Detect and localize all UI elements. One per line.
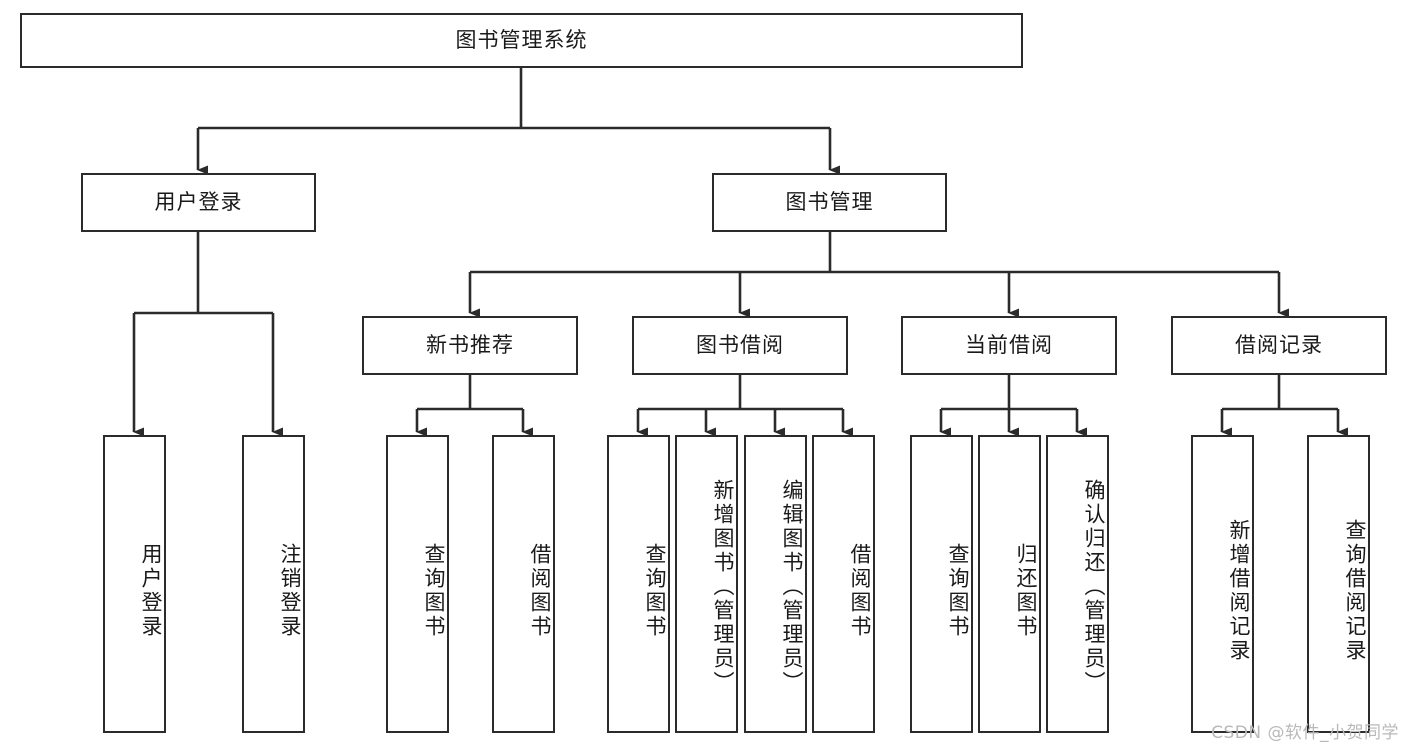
leaf-record-query-label: 查询借阅记录 bbox=[1343, 519, 1367, 663]
leaf-book-borrow-add[interactable]: 新增图书（管理员） bbox=[675, 435, 738, 733]
node-new-book-recommend-label: 新书推荐 bbox=[426, 332, 514, 357]
leaf-record-add-label: 新增借阅记录 bbox=[1227, 519, 1251, 663]
leaf-record-query[interactable]: 查询借阅记录 bbox=[1307, 435, 1370, 733]
leaf-current-return-label: 归还图书 bbox=[1014, 543, 1038, 639]
node-current-borrow[interactable]: 当前借阅 bbox=[901, 316, 1117, 375]
node-user-login-label: 用户登录 bbox=[154, 189, 243, 214]
leaf-record-add[interactable]: 新增借阅记录 bbox=[1191, 435, 1254, 733]
node-new-book-recommend[interactable]: 新书推荐 bbox=[362, 316, 578, 375]
node-borrow-record[interactable]: 借阅记录 bbox=[1171, 316, 1387, 375]
leaf-book-borrow-edit-label: 编辑图书（管理员） bbox=[780, 479, 804, 695]
leaf-current-query[interactable]: 查询图书 bbox=[910, 435, 973, 733]
leaf-new-book-query[interactable]: 查询图书 bbox=[386, 435, 449, 733]
leaf-book-borrow-add-label: 新增图书（管理员） bbox=[711, 479, 735, 695]
leaf-new-book-borrow[interactable]: 借阅图书 bbox=[492, 435, 555, 733]
leaf-book-borrow-borrow[interactable]: 借阅图书 bbox=[812, 435, 875, 733]
node-root-label: 图书管理系统 bbox=[455, 27, 588, 52]
leaf-book-borrow-query-label: 查询图书 bbox=[643, 543, 667, 639]
leaf-current-confirm-return-label: 确认归还（管理员） bbox=[1082, 479, 1106, 695]
leaf-current-query-label: 查询图书 bbox=[946, 543, 970, 639]
node-book-manage[interactable]: 图书管理 bbox=[712, 173, 947, 232]
leaf-user-login-signin[interactable]: 用户登录 bbox=[103, 435, 166, 733]
node-book-borrow[interactable]: 图书借阅 bbox=[632, 316, 848, 375]
leaf-user-login-signout-label: 注销登录 bbox=[278, 543, 302, 639]
leaf-user-login-signout[interactable]: 注销登录 bbox=[242, 435, 305, 733]
leaf-current-confirm-return[interactable]: 确认归还（管理员） bbox=[1046, 435, 1109, 733]
leaf-book-borrow-borrow-label: 借阅图书 bbox=[848, 543, 872, 639]
node-root[interactable]: 图书管理系统 bbox=[20, 13, 1023, 68]
node-book-borrow-label: 图书借阅 bbox=[696, 332, 784, 357]
csdn-watermark: CSDN @软件_小贺同学 bbox=[1211, 723, 1399, 743]
leaf-new-book-borrow-label: 借阅图书 bbox=[528, 543, 552, 639]
node-borrow-record-label: 借阅记录 bbox=[1235, 332, 1323, 357]
node-user-login[interactable]: 用户登录 bbox=[81, 173, 316, 232]
leaf-current-return[interactable]: 归还图书 bbox=[978, 435, 1041, 733]
leaf-book-borrow-query[interactable]: 查询图书 bbox=[607, 435, 670, 733]
leaf-book-borrow-edit[interactable]: 编辑图书（管理员） bbox=[744, 435, 807, 733]
leaf-user-login-signin-label: 用户登录 bbox=[139, 543, 163, 639]
node-book-manage-label: 图书管理 bbox=[785, 189, 874, 214]
node-current-borrow-label: 当前借阅 bbox=[965, 332, 1053, 357]
leaf-new-book-query-label: 查询图书 bbox=[422, 543, 446, 639]
